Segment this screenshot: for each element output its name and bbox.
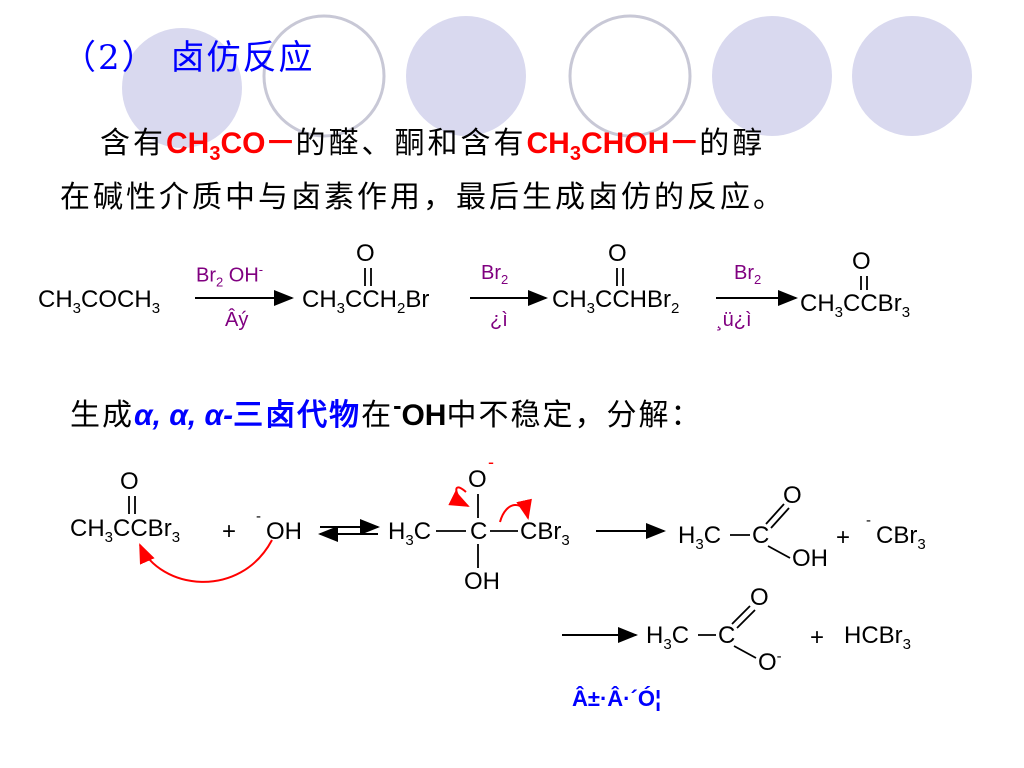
text: 含有 [100, 126, 166, 161]
central-carbon: C [470, 518, 488, 545]
reagent-br2: Br2 [734, 262, 762, 287]
curved-arrow [139, 539, 273, 583]
deco-circle [262, 14, 386, 138]
double-bond [736, 609, 756, 629]
deco-circle [122, 28, 242, 148]
single-bond [733, 645, 757, 659]
curved-arrow [499, 498, 532, 523]
reagent-br2-oh: Br2 OH- [196, 262, 264, 290]
double-bond [731, 605, 751, 625]
formula-ch3choh: CH3CHOH－ [526, 127, 700, 165]
methyl-group: H3C [646, 622, 690, 653]
deco-circle [406, 16, 526, 136]
reagent-br2: Br2 [481, 262, 509, 287]
text: 的醇 [699, 126, 766, 161]
charge-minus: - [488, 452, 494, 472]
bromoacetone: CH3CCH2Br [302, 286, 430, 317]
plus-sign: + [810, 624, 825, 651]
carbonyl-o: O [120, 468, 139, 495]
formula-ch3co: CH3CO－ [166, 127, 296, 165]
carbonyl-o: O [750, 584, 769, 611]
carbonyl-o: O [356, 240, 375, 267]
hydroxyl: OH [464, 568, 500, 595]
curved-arrow [448, 486, 470, 507]
deco-circle [568, 14, 692, 138]
carboxylate-o: O- [758, 648, 782, 676]
tribromoacetone: CH3CCBr3 [70, 515, 181, 546]
double-bond [765, 503, 785, 525]
definition-line-1: 含有CH3CO－的醛、酮和含有CH3CHOH－的醇 [100, 118, 765, 166]
bromoform: HCBr3 [844, 622, 912, 653]
condition-3: ¸ü¿ì [716, 309, 752, 331]
text: 的醛、酮和含有 [295, 126, 527, 161]
condition-1: Âý [225, 309, 249, 331]
dibromoacetone: CH3CCHBr2 [552, 286, 680, 317]
plus-sign: + [222, 518, 237, 545]
carboxyl-carbon: C [752, 522, 770, 549]
carboxylate-carbon: C [718, 622, 736, 649]
plus-sign: + [836, 524, 851, 551]
methyl-group: H3C [678, 522, 722, 553]
carbonyl-o: O [852, 248, 871, 275]
condition-2: ¿ì [490, 309, 508, 331]
slide-title: （2） 卤仿反应 [62, 38, 315, 78]
tribromoacetone: CH3CCBr3 [800, 290, 911, 321]
deco-circle [852, 16, 972, 136]
charge-minus: - [866, 512, 871, 529]
acetone: CH3COCH3 [38, 286, 161, 317]
reaction-label: Â±·Â·´Ó¦ [572, 686, 662, 711]
single-bond [767, 545, 791, 559]
acid-hydroxyl: OH [792, 545, 828, 572]
tribromomethyl: CBr3 [520, 518, 570, 549]
decomposition-line: 生成α, α, α-三卤代物在-OH中不稳定，分解： [70, 392, 703, 433]
deco-circle [712, 16, 832, 136]
charge-minus: - [256, 508, 261, 525]
carbonyl-o: O [783, 482, 802, 509]
methyl-group: H3C [388, 518, 432, 549]
alkoxide-o: O [468, 466, 487, 493]
carbonyl-o: O [608, 240, 627, 267]
double-bond [770, 507, 790, 529]
definition-line-2: 在碱性介质中与卤素作用，最后生成卤仿的反应。 [60, 180, 786, 215]
tribromomethyl-anion: CBr3 [876, 522, 926, 553]
